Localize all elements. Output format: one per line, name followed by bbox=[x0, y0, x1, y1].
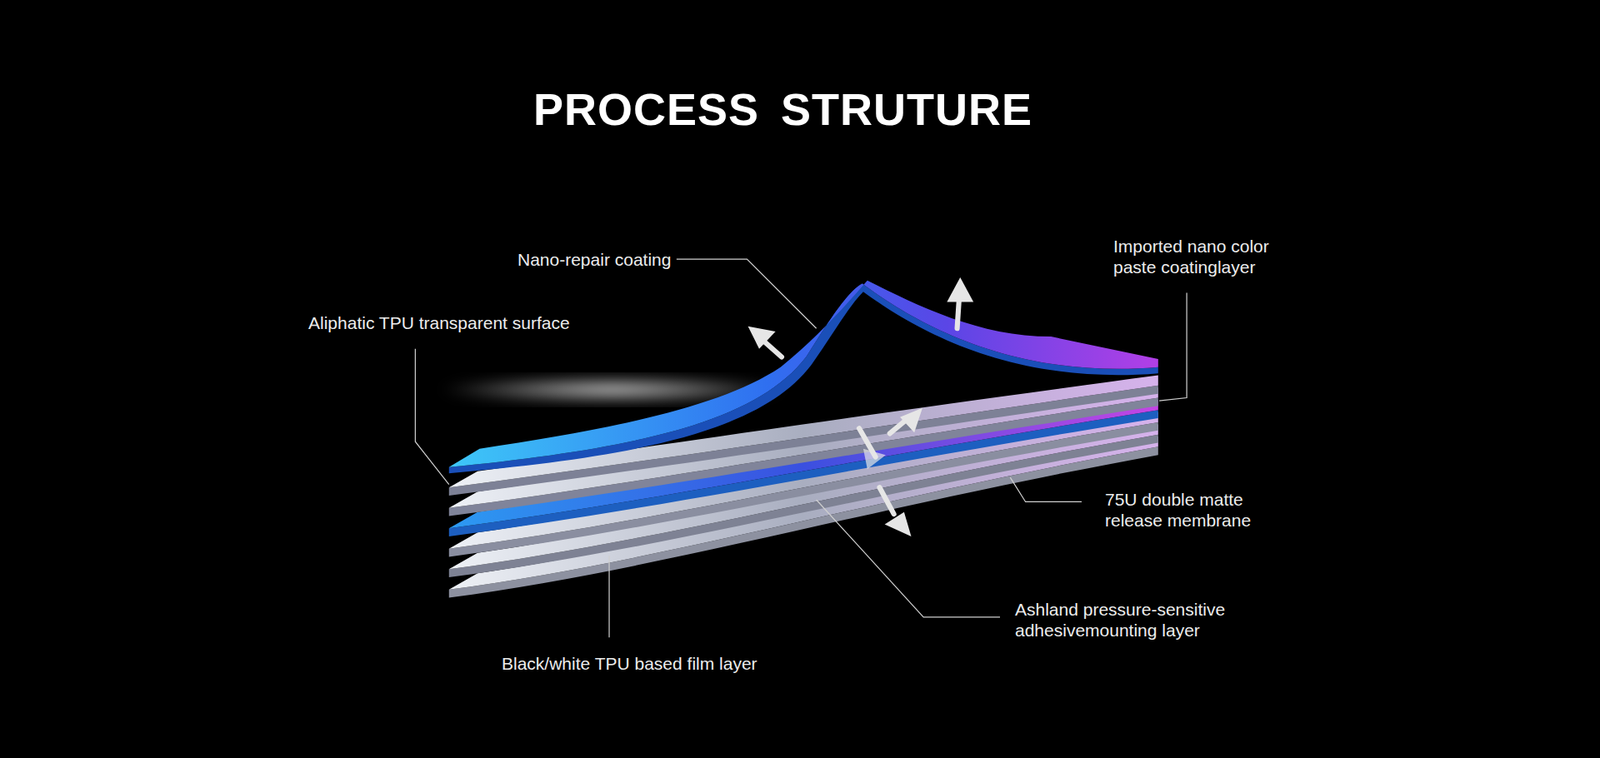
callout-label: Nano-repair coating bbox=[517, 249, 671, 270]
callout-label: 75U double matte release membrane bbox=[1105, 489, 1268, 531]
callout-label: Aliphatic TPU transparent surface bbox=[308, 312, 570, 334]
diagram-title: PROCESS STRUTURE bbox=[533, 83, 1033, 135]
callout-label: Imported nano color paste coatinglayer bbox=[1113, 235, 1293, 278]
callout-label: Black/white TPU based film layer bbox=[501, 653, 758, 675]
callout-label: Ashland pressure-sensitive adhesivemount… bbox=[1015, 599, 1240, 641]
